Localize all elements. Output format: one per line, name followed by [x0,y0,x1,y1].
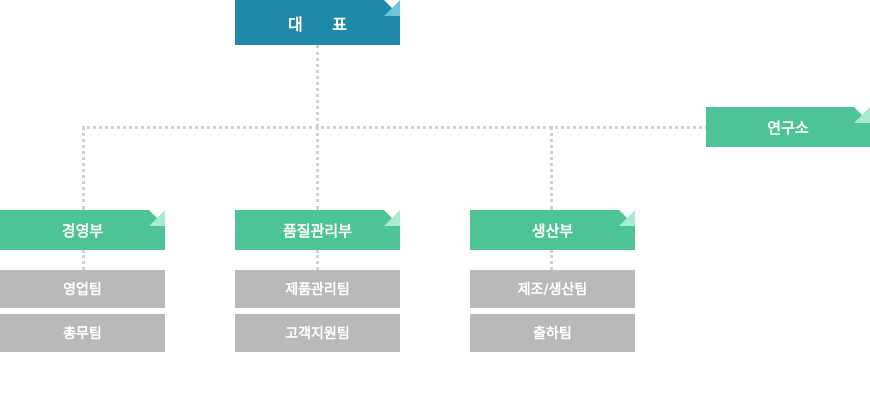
ceo-fold-cut [384,0,400,16]
lab-fold-cut [854,107,870,123]
lab-box: 연구소 [706,107,870,147]
connector-management-to-teams [82,250,85,270]
department-quality-label: 품질관리부 [282,221,352,240]
department-management-fold-cut [149,210,165,226]
department-production-label: 생산부 [531,221,574,240]
team-general-affairs-label: 총무팀 [63,326,102,342]
team-general-affairs-box: 총무팀 [0,314,165,352]
department-production-fold-corner [619,210,635,226]
team-product-management-box: 제품관리팀 [235,270,400,308]
connector-ceo-to-trunk [316,45,319,127]
department-quality-box: 품질관리부 [235,210,400,250]
connector-trunk-to-management [82,126,85,210]
connector-horizontal-trunk [82,126,708,129]
lab-label: 연구소 [767,118,809,137]
team-customer-support-box: 고객지원팀 [235,314,400,352]
department-quality-fold-corner [384,210,400,226]
lab-fold-corner [854,107,870,123]
team-shipping-box: 출하팀 [470,314,635,352]
department-quality-fold-cut [384,210,400,226]
ceo-label: 대 표 [287,14,359,34]
team-customer-support-label: 고객지원팀 [285,326,350,342]
department-management-box: 경영부 [0,210,165,250]
department-production-box: 생산부 [470,210,635,250]
team-sales-box: 영업팀 [0,270,165,308]
ceo-box: 대 표 [235,0,400,45]
connector-trunk-to-quality [316,126,319,210]
ceo-fold-corner [384,0,400,16]
connector-production-to-teams [550,250,553,270]
connector-quality-to-teams [316,250,319,270]
department-management-label: 경영부 [61,221,104,240]
department-production-fold-cut [619,210,635,226]
team-sales-label: 영업팀 [63,282,102,298]
team-product-management-label: 제품관리팀 [285,282,350,298]
team-manufacturing-box: 제조/생산팀 [470,270,635,308]
connector-trunk-to-production [550,126,553,210]
team-shipping-label: 출하팀 [533,326,572,342]
team-manufacturing-label: 제조/생산팀 [517,282,588,298]
department-management-fold-corner [149,210,165,226]
